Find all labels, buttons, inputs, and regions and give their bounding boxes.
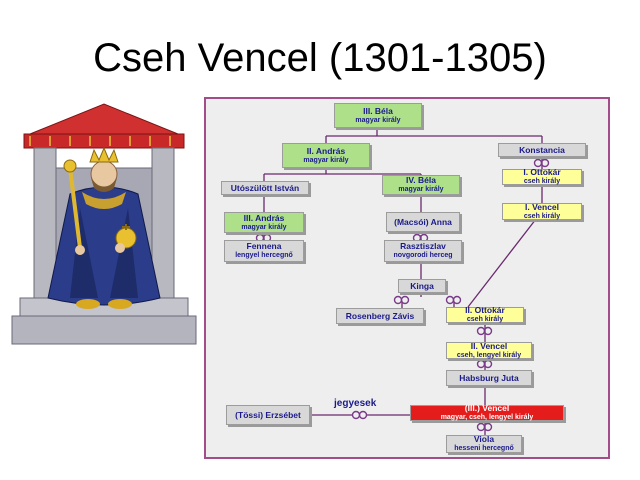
node-name: IV. Béla (406, 175, 436, 185)
node-name: II. Ottokár (465, 305, 505, 315)
node-title: magyar király (355, 116, 401, 124)
slide-title: Cseh Vencel (1301-1305) (93, 36, 547, 80)
node-name: Fennena (246, 241, 282, 251)
node-name: I. Ottokár (523, 167, 561, 177)
node-name: III. András (243, 212, 285, 223)
node-title: cseh király (523, 178, 561, 185)
node-name: Viola (473, 434, 495, 444)
node-title: cseh, lengyel király (456, 351, 522, 359)
node-name: (III.) Vencel (464, 403, 510, 413)
node-name: (Macsói) Anna (394, 216, 452, 227)
node-i-ottokar: I. Ottokár cseh király (502, 167, 582, 185)
node-macsoi-anna: (Macsói) Anna (386, 212, 460, 232)
node-title: magyar király (241, 223, 287, 231)
node-konstancia: Konstancia (498, 143, 586, 157)
node-name: Rasztiszlav (400, 241, 446, 251)
node-viola: Viola hesseni hercegnő (446, 435, 522, 453)
node-ii-ottokar: II. Ottokár cseh király (446, 305, 524, 323)
node-rosenberg-zavis: Rosenberg Závis (336, 308, 424, 324)
node-name: III. Béla (363, 105, 393, 116)
node-title: cseh király (523, 212, 561, 220)
node-iii-andras: III. András magyar király (224, 212, 304, 233)
node-title: magyar, cseh, lengyel király (440, 414, 534, 421)
node-name: II. Vencel (470, 340, 508, 351)
node-name: Rosenberg Závis (345, 310, 415, 321)
node-name: Konstancia (519, 144, 565, 155)
node-ii-andras: II. András magyar király (282, 143, 370, 168)
node-name: II. András (306, 145, 346, 156)
node-utoszulott-istvan: Utószülött István (221, 181, 309, 195)
node-title: cseh király (466, 316, 504, 323)
node-rasztiszlav: Rasztiszlav novgorodi herceg (384, 240, 462, 262)
family-tree-panel: III. Béla magyar király II. András magya… (204, 97, 610, 459)
node-kinga: Kinga (398, 279, 446, 293)
node-name: Utószülött István (230, 182, 300, 193)
node-title: magyar király (303, 156, 349, 164)
node-fennena: Fennena lengyel hercegnő (224, 240, 304, 262)
node-title: lengyel hercegnő (235, 252, 293, 259)
node-habsburg-juta: Habsburg Juta (446, 370, 532, 386)
node-name: Habsburg Juta (459, 372, 519, 383)
node-title: novgorodi herceg (393, 252, 453, 259)
node-iii-bela: III. Béla magyar király (334, 103, 422, 128)
node-name: I. Vencel (524, 201, 560, 212)
node-title: magyar király (398, 186, 444, 193)
node-name: (Tössi) Erzsébet (235, 409, 301, 420)
king-portrait-illustration (11, 103, 197, 345)
node-i-vencel: I. Vencel cseh király (502, 201, 582, 220)
node-ii-vencel: II. Vencel cseh, lengyel király (446, 340, 532, 359)
engaged-label: jegyesek (334, 398, 377, 409)
node-tossi-erzsebet: (Tössi) Erzsébet (226, 405, 310, 425)
node-iv-bela: IV. Béla magyar király (382, 175, 460, 195)
node-iii-vencel: (III.) Vencel magyar, cseh, lengyel kirá… (410, 403, 564, 421)
node-name: Kinga (410, 280, 434, 291)
connector-lines (255, 128, 550, 435)
node-title: hesseni hercegnő (454, 445, 514, 452)
